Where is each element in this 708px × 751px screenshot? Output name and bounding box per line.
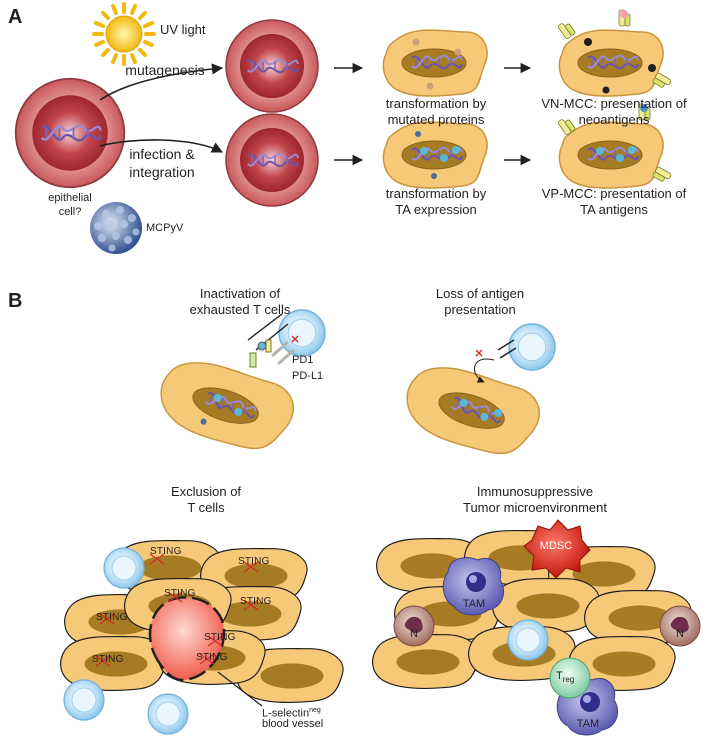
lselectin-main: L-selectin bbox=[262, 707, 310, 720]
loss-label-2: presentation bbox=[444, 302, 516, 317]
t-cell-excl-3 bbox=[147, 693, 189, 735]
vn-label-2: neoantigens bbox=[578, 112, 650, 127]
sting-cross-marks bbox=[95, 553, 259, 667]
sting-label-5: STING bbox=[96, 612, 128, 623]
sting-label-7: STING bbox=[92, 654, 124, 665]
tumor-cell-mutated bbox=[383, 30, 487, 96]
vp-label-2: TA antigens bbox=[580, 202, 648, 217]
tam-label-top: TAM bbox=[462, 598, 486, 610]
infection-label-1: infection & bbox=[129, 146, 195, 162]
loss-label-1: Loss of antigen bbox=[435, 286, 525, 301]
mutagenesis-arrow bbox=[99, 63, 224, 101]
tumor-cell-loss bbox=[406, 367, 540, 455]
epithelial-label-1: epithelial bbox=[48, 192, 92, 204]
treg-cell bbox=[549, 657, 591, 699]
t-cell-tme bbox=[507, 619, 549, 661]
pd1-receptor bbox=[247, 313, 299, 368]
tam-cell-top bbox=[442, 557, 504, 616]
virus-icon bbox=[90, 202, 142, 254]
treg-sub: reg bbox=[562, 675, 575, 685]
epithelial-label-2: cell? bbox=[58, 206, 82, 218]
mutagenesis-label: mutagenesis bbox=[125, 62, 205, 78]
sting-label-8: STING bbox=[196, 652, 228, 663]
sting-label-6: STING bbox=[204, 632, 236, 643]
ta-label-2: TA expression bbox=[395, 202, 477, 217]
panel-label-a: A bbox=[8, 6, 23, 28]
t-cell-excl-2 bbox=[63, 679, 105, 721]
treg-label: Treg bbox=[556, 670, 574, 686]
lselectin-label: L-selectinneg bbox=[262, 704, 321, 721]
panel-label-b: B bbox=[8, 290, 23, 312]
tumor-cell-pd1 bbox=[160, 362, 294, 450]
inactivation-label-2: exhausted T cells bbox=[189, 302, 291, 317]
vn-label-1: VN-MCC: presentation of bbox=[541, 96, 687, 111]
infected-round-cell bbox=[226, 114, 318, 206]
sting-label-1: STING bbox=[150, 546, 182, 557]
t-cell-loss bbox=[508, 323, 556, 371]
infection-label-2: integration bbox=[129, 164, 195, 180]
infection-arrow bbox=[99, 139, 224, 153]
ta-label-1: transformation by bbox=[385, 186, 487, 201]
mcpyv-label: MCPyV bbox=[146, 222, 184, 234]
sting-label-3: STING bbox=[164, 588, 196, 599]
n-label-left: N bbox=[410, 628, 418, 640]
n-label-right: N bbox=[676, 628, 684, 640]
sting-label-4: STING bbox=[240, 596, 272, 607]
neutrophil-left bbox=[393, 605, 435, 647]
tam-label-bottom: TAM bbox=[576, 718, 600, 730]
tumor-cell-ta bbox=[383, 122, 487, 188]
sting-label-2: STING bbox=[238, 556, 270, 567]
treg-main: T bbox=[556, 670, 563, 682]
immuno-label-1: Immunosuppressive bbox=[476, 484, 594, 499]
neutrophil-right bbox=[659, 605, 701, 647]
vessel-pointer bbox=[217, 671, 263, 707]
exclusion-label-1: Exclusion of bbox=[170, 484, 242, 499]
vp-label-1: VP-MCC: presentation of bbox=[541, 186, 687, 201]
tumor-cell-vp bbox=[557, 103, 673, 188]
tumor-cell-vn bbox=[557, 9, 673, 96]
mdsc-label: MDSC bbox=[539, 540, 573, 552]
blood-vessel-label: blood vessel bbox=[262, 718, 324, 730]
pd1-label: PD1 bbox=[292, 354, 314, 366]
mutated-label-2: mutated proteins bbox=[387, 112, 485, 127]
lselectin-sup: neg bbox=[309, 707, 321, 714]
loss-receptor bbox=[474, 339, 517, 383]
t-cell-excl-1 bbox=[103, 547, 145, 589]
uv-light-label: UV light bbox=[160, 22, 206, 37]
exclusion-label-2: T cells bbox=[187, 500, 225, 515]
immuno-label-2: Tumor microenvironment bbox=[462, 500, 607, 515]
mdsc-cell bbox=[523, 519, 591, 579]
pdl1-label: PD-L1 bbox=[292, 370, 324, 382]
sun-icon bbox=[92, 2, 156, 66]
inactivation-label-1: Inactivation of bbox=[199, 286, 281, 301]
mutated-label-1: transformation by bbox=[385, 96, 487, 111]
mutated-round-cell bbox=[226, 20, 318, 112]
